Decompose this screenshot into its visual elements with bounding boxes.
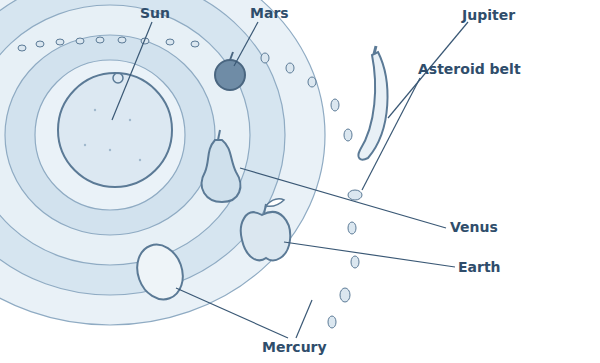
planet-label: Mercury [262,338,327,356]
planet-label: Venus [450,218,498,236]
sun-orange [58,73,172,187]
jupiter-banana [358,46,387,160]
planet-label: Mars [250,4,289,22]
planet-label: Jupiter [462,6,515,24]
venus-pear [202,130,241,202]
planet-label: Asteroid belt [418,60,521,78]
mercury-lemon [130,238,190,306]
planet-label: Sun [140,4,170,22]
mars-plum [215,52,245,90]
orbit-bands [0,0,325,325]
asteroid-dots [18,37,362,328]
planet-label: Earth [458,258,501,276]
leader-lines [112,22,468,338]
earth-apple [241,199,290,260]
